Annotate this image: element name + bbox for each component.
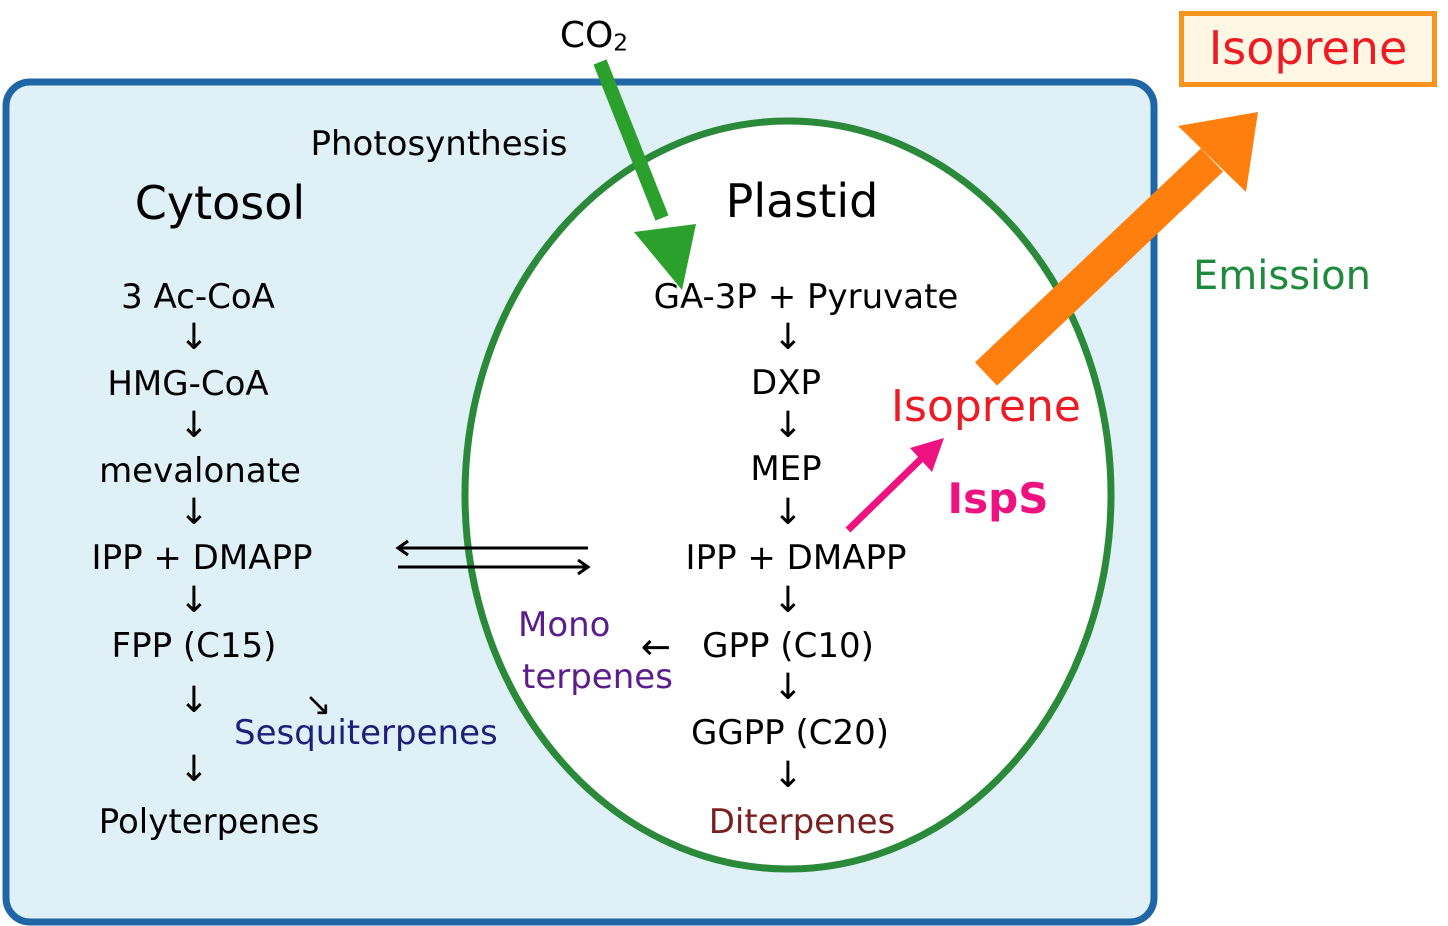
- plastid-arrow-1: ↓: [772, 317, 804, 358]
- co2-label: CO2: [560, 18, 628, 55]
- plastid-dxp: DXP: [751, 363, 821, 403]
- plastid-diterpenes: Diterpenes: [708, 802, 896, 842]
- co2-subscript: 2: [613, 28, 629, 57]
- cytosol-arrow-2: ↓: [178, 405, 210, 446]
- plastid-ipp-dmapp: IPP + DMAPP: [685, 538, 907, 578]
- cytosol-arrow-1: ↓: [178, 317, 210, 358]
- cytosol-ac-coa: 3 Ac-CoA: [121, 277, 275, 317]
- plastid-gpp: GPP (C10): [702, 626, 874, 666]
- plastid-arrow-4: ↓: [772, 580, 804, 621]
- cytosol-arrow-6: ↓: [178, 749, 210, 790]
- cytosol-hmg-coa: HMG-CoA: [107, 364, 269, 404]
- cytosol-ipp-dmapp: IPP + DMAPP: [91, 538, 313, 578]
- cytosol-polyterpenes: Polyterpenes: [98, 802, 320, 842]
- cytosol-mevalonate: mevalonate: [99, 451, 301, 491]
- emission-arrow: [974, 112, 1258, 386]
- emission-label: Emission: [1193, 253, 1371, 299]
- isoprene-emitted-box: Isoprene: [1179, 11, 1437, 87]
- cytosol-fpp: FPP (C15): [111, 626, 277, 666]
- cytosol-title: Cytosol: [134, 176, 306, 230]
- isps-arrow: [845, 438, 944, 533]
- exchange-arrows: [395, 539, 591, 576]
- cytosol-arrow-4: ↓: [178, 580, 210, 621]
- isoprene-plastid-label: Isoprene: [891, 381, 1081, 432]
- co2-arrow: [593, 59, 696, 290]
- plastid-mono: Mono: [518, 605, 611, 645]
- cytosol-arrow-diag: ↘: [304, 685, 332, 723]
- plastid-arrow-6: ↓: [772, 755, 804, 796]
- isoprene-emitted-label: Isoprene: [1208, 20, 1408, 75]
- plastid-ga3p-pyruvate: GA-3P + Pyruvate: [653, 277, 959, 317]
- plastid-arrow-2: ↓: [772, 405, 804, 446]
- cytosol-sesquiterpenes: Sesquiterpenes: [234, 713, 498, 753]
- isps-enzyme-label: IspS: [947, 474, 1049, 523]
- plastid-terpenes: terpenes: [522, 657, 673, 697]
- plastid-arrow-left: ←: [640, 627, 672, 668]
- plastid-mep: MEP: [750, 449, 822, 489]
- plastid-title: Plastid: [725, 174, 879, 228]
- co2-main: CO: [559, 15, 614, 56]
- plastid-boundary: [461, 117, 1115, 873]
- cytosol-arrow-5: ↓: [178, 680, 210, 721]
- photosynthesis-label: Photosynthesis: [310, 124, 568, 164]
- plastid-ggpp: GGPP (C20): [690, 713, 890, 753]
- plastid-arrow-5: ↓: [772, 667, 804, 708]
- plastid-arrow-3: ↓: [772, 492, 804, 533]
- cytosol-arrow-3: ↓: [178, 492, 210, 533]
